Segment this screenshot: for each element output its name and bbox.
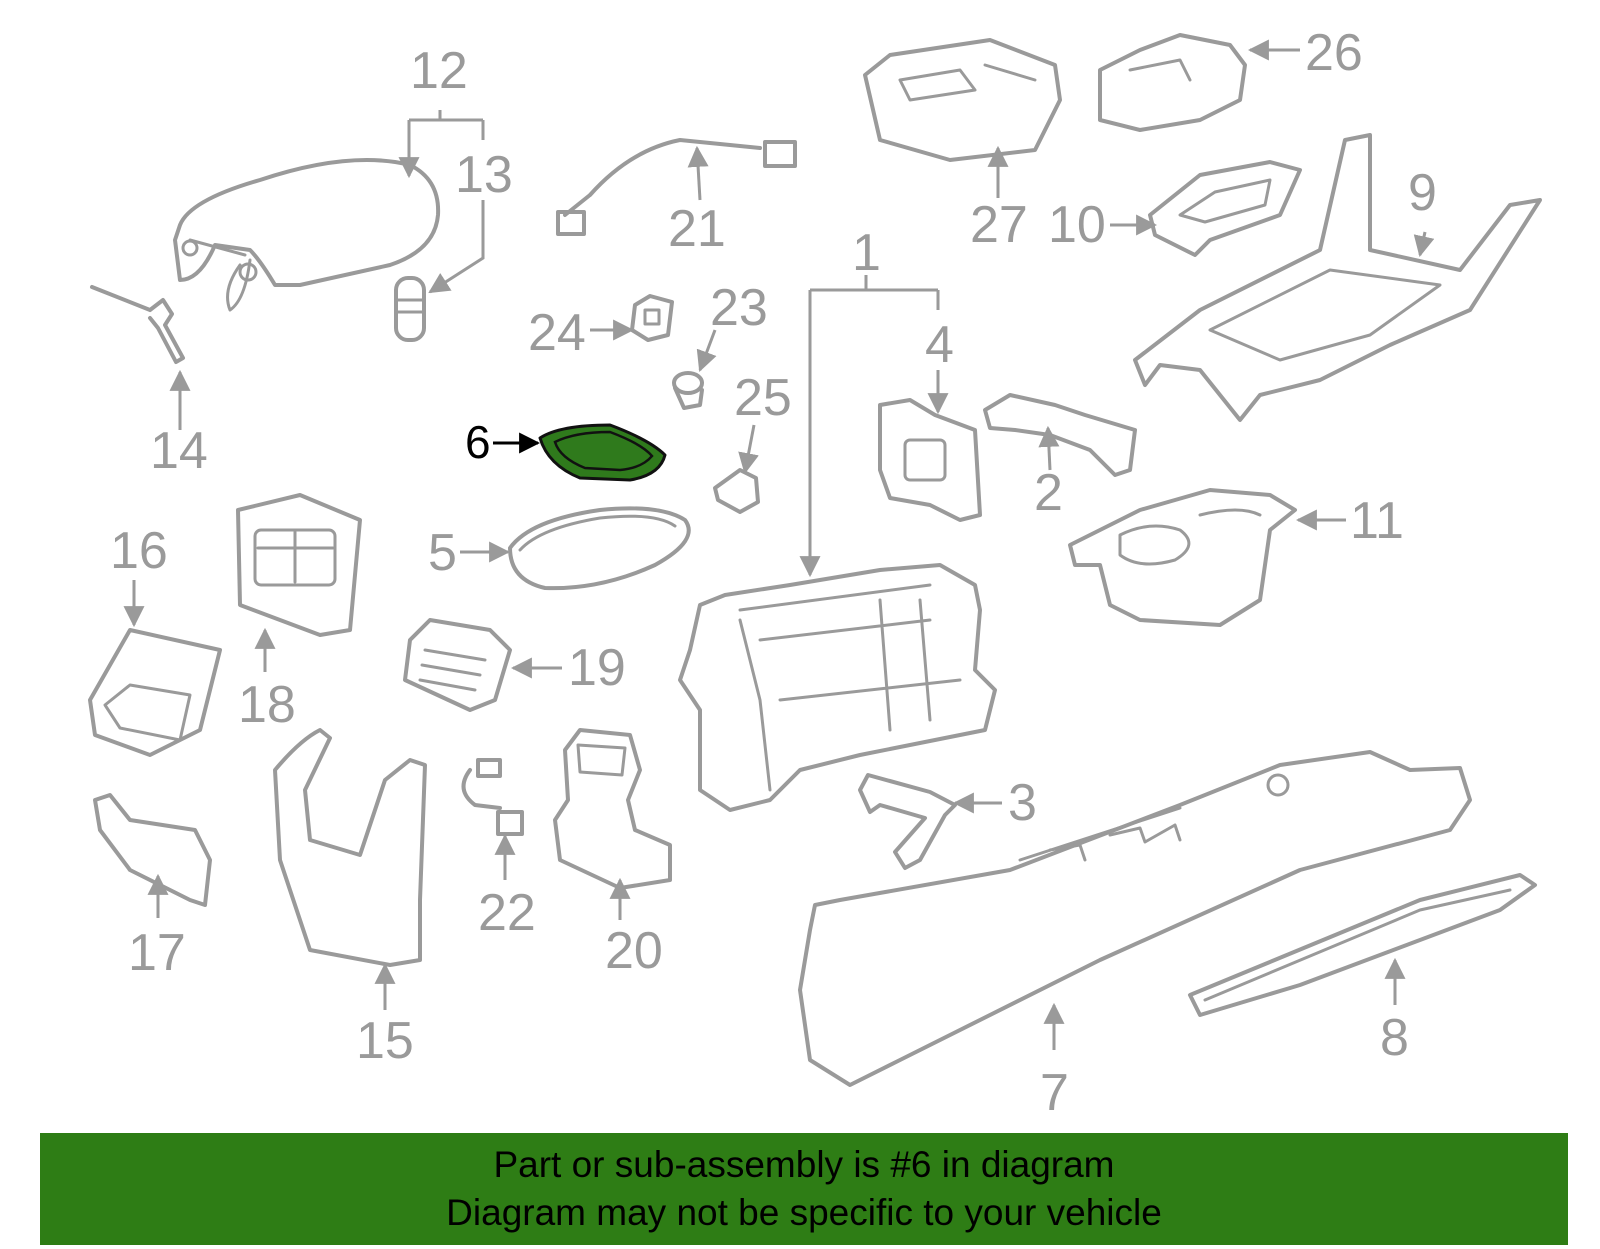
switch-24-part — [630, 294, 674, 342]
clip-25-part — [713, 468, 760, 514]
socket-23-part — [672, 371, 704, 410]
callout-7: 7 — [1040, 1064, 1069, 1122]
callout-11: 11 — [1350, 492, 1404, 550]
callout-25: 25 — [734, 369, 792, 427]
shift-bezel-9-part — [1133, 133, 1542, 422]
bracket-3-part — [858, 773, 957, 870]
caption-line-2: Diagram may not be specific to your vehi… — [446, 1192, 1162, 1233]
hinge-rod-part — [90, 285, 185, 364]
callout-17: 17 — [128, 924, 186, 982]
harness-22-part — [461, 758, 524, 836]
callout-5: 5 — [428, 524, 457, 582]
callout-26: 26 — [1305, 24, 1363, 82]
caption-banner: Part or sub-assembly is #6 in diagram Di… — [40, 1133, 1568, 1245]
callout-21: 21 — [668, 200, 726, 258]
callout-13: 13 — [455, 146, 513, 204]
bracket-2-part — [983, 393, 1137, 477]
trim-10-part — [1148, 160, 1302, 257]
rear-trim-15-part — [273, 728, 427, 967]
side-panel-7-part — [798, 750, 1472, 1087]
callout-6: 6 — [465, 416, 491, 468]
console-box-1-part — [678, 563, 997, 812]
callout-numbers: 12 13 14 21 24 23 25 6 5 16 18 19 17 15 … — [110, 24, 1437, 1122]
armrest-lid-part — [173, 158, 441, 312]
mat-5-part — [508, 506, 691, 591]
frame-4-part — [878, 398, 982, 522]
callout-14: 14 — [150, 422, 208, 480]
switch-unit-26-part — [1098, 33, 1247, 132]
caption-line-1: Part or sub-assembly is #6 in diagram — [493, 1144, 1115, 1185]
harness-21-part — [556, 138, 797, 236]
callout-10: 10 — [1048, 196, 1106, 254]
callout-19: 19 — [568, 639, 626, 697]
bumper-part — [394, 276, 426, 342]
callout-9: 9 — [1408, 164, 1437, 222]
parts-diagram: 12 13 14 21 24 23 25 6 5 16 18 19 17 15 … — [88, 24, 1542, 1122]
callout-12: 12 — [410, 42, 468, 100]
bracket-20-part — [553, 728, 672, 890]
callout-18: 18 — [238, 676, 296, 734]
callout-2: 2 — [1034, 464, 1063, 522]
strip-8-part — [1188, 873, 1537, 1017]
callout-22: 22 — [478, 884, 536, 942]
callout-3: 3 — [1008, 774, 1037, 832]
bracket-17-part — [93, 793, 212, 907]
tray-6-highlighted-part — [538, 423, 667, 482]
pocket-16-part — [88, 628, 222, 757]
vent-bezel-18-part — [236, 493, 362, 637]
vent-19-part — [403, 618, 512, 712]
callout-1: 1 — [852, 224, 881, 282]
callout-15: 15 — [356, 1012, 414, 1070]
cup-holder-11-part — [1068, 488, 1297, 627]
callout-24: 24 — [528, 304, 586, 362]
callout-8: 8 — [1380, 1009, 1409, 1067]
callout-4: 4 — [925, 316, 954, 374]
shifter-panel-27-part — [863, 38, 1062, 162]
callout-16: 16 — [110, 522, 168, 580]
callout-27: 27 — [970, 196, 1028, 254]
leader-lines — [123, 39, 1435, 1050]
callout-23: 23 — [710, 279, 768, 337]
callout-20: 20 — [605, 922, 663, 980]
